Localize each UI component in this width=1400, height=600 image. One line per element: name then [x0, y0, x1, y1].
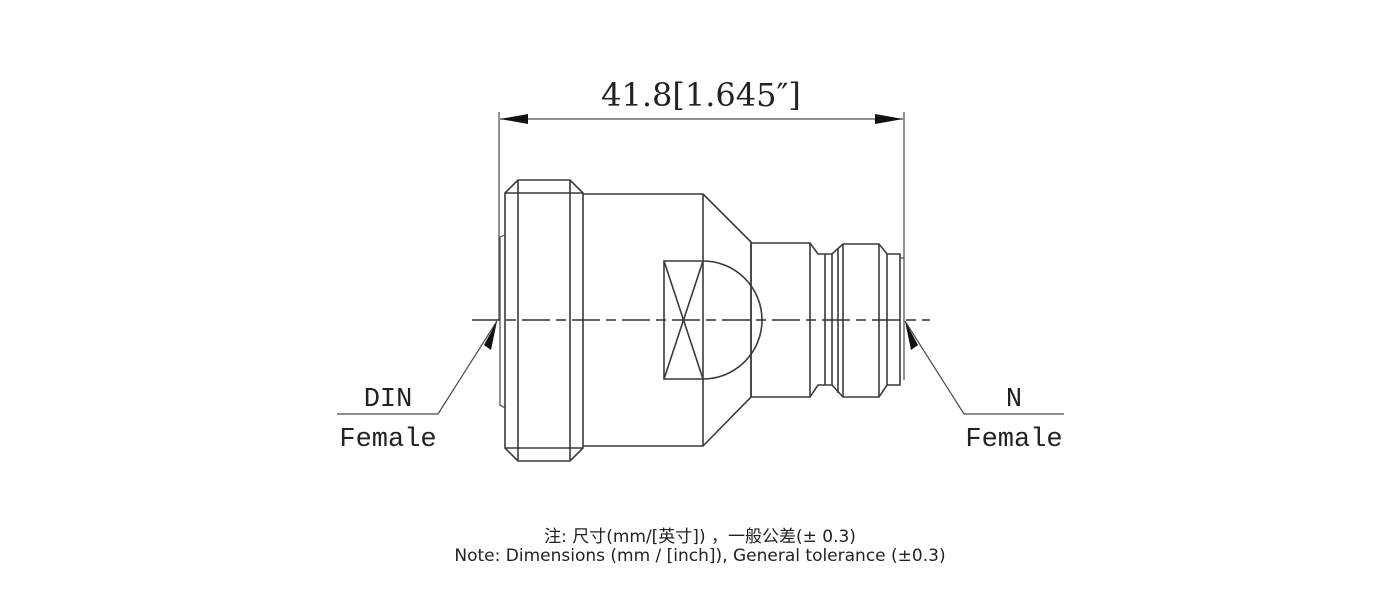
leader-arrow-icon: [905, 321, 918, 350]
n-female-label: Female: [965, 425, 1062, 455]
n-label: N: [1006, 385, 1022, 415]
arrow-right-icon: [875, 114, 903, 124]
din-leader: DIN Female: [337, 320, 498, 455]
din-label: DIN: [364, 385, 413, 415]
note-chinese: 注: 尺寸(mm/[英寸]) ，一般公差(± 0.3): [544, 527, 856, 547]
din-flange: [499, 179, 584, 462]
din-female-label: Female: [339, 425, 436, 455]
dimension-text: 41.8[1.645″]: [601, 76, 801, 114]
n-leader: N Female: [904, 320, 1064, 455]
note-english: Note: Dimensions (mm / [inch]), General …: [454, 546, 946, 566]
leader-arrow-icon: [484, 321, 497, 350]
arrow-left-icon: [500, 114, 528, 124]
overall-dimension: 41.8[1.645″]: [498, 76, 905, 320]
